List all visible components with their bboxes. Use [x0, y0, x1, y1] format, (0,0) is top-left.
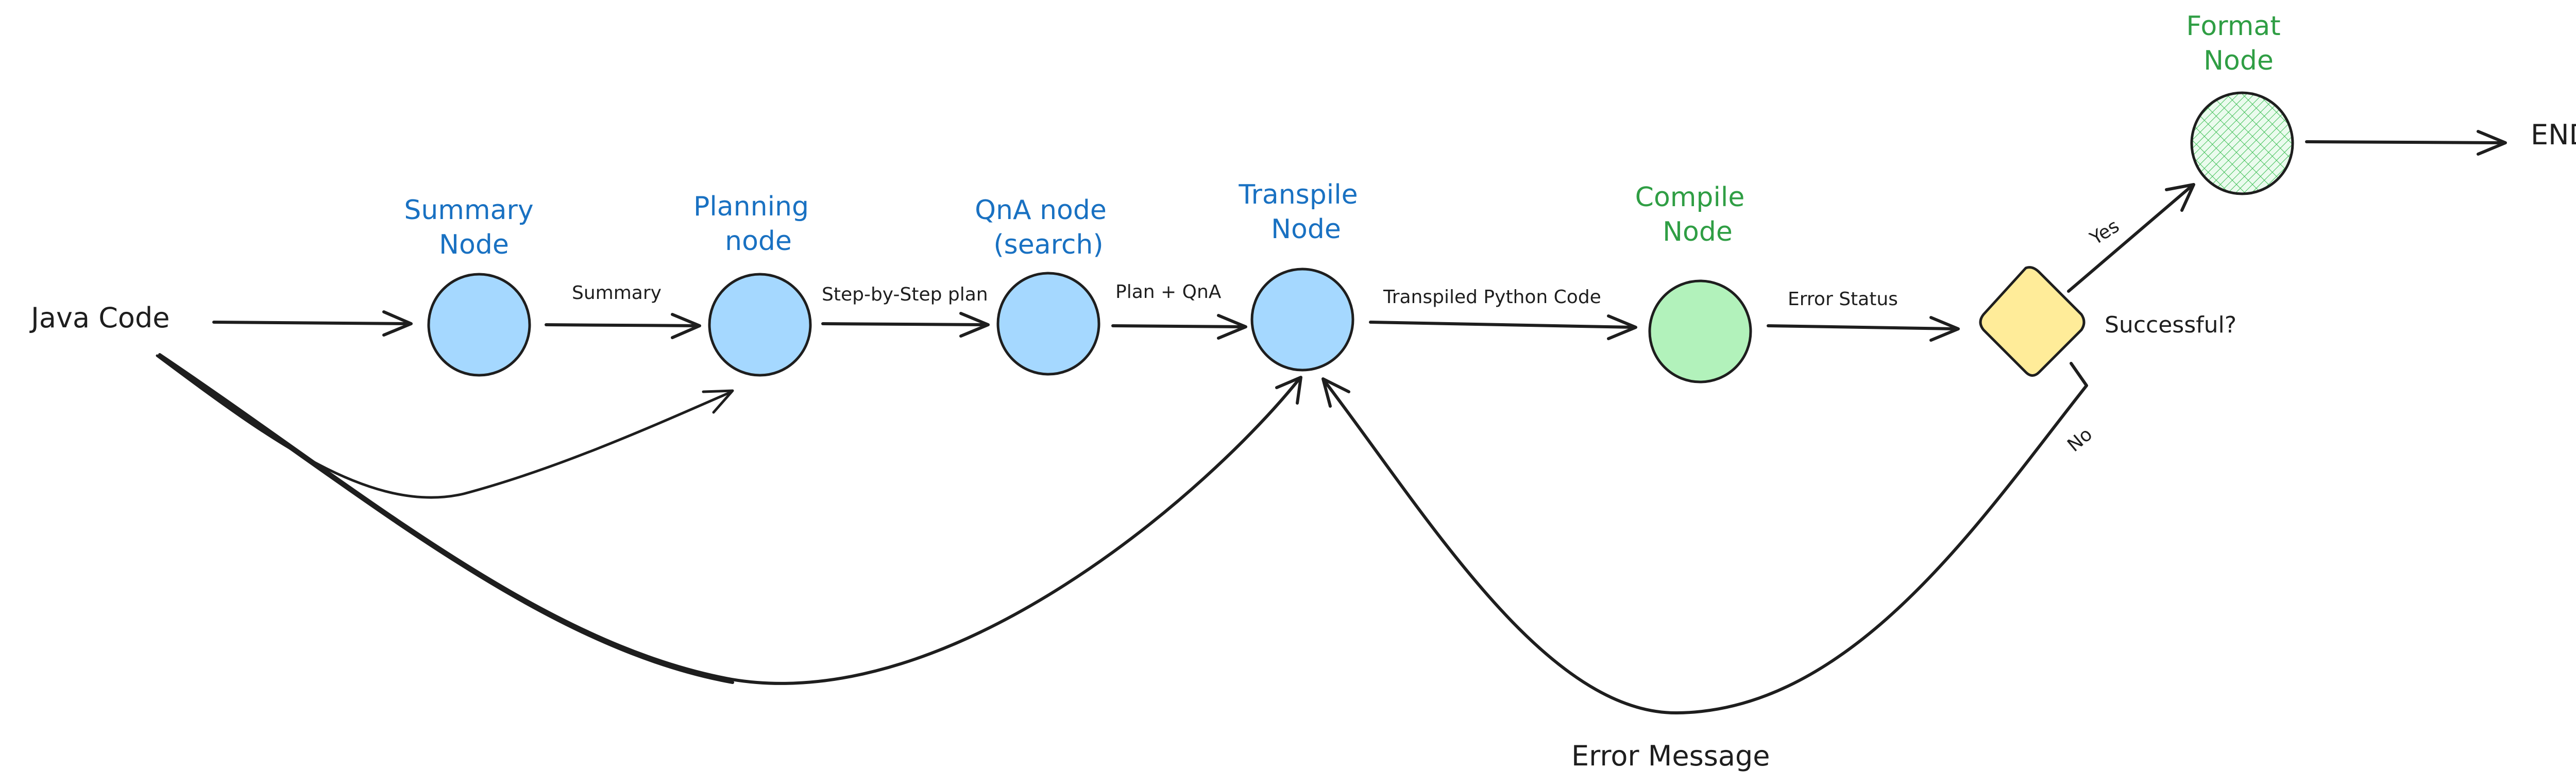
- svg-text:Summary: Summary: [404, 195, 533, 226]
- svg-text:Node: Node: [439, 229, 509, 260]
- svg-text:Compile: Compile: [1635, 182, 1745, 213]
- qna-node-title: QnA node (search): [975, 195, 1107, 260]
- edge-compile-to-decision: [1767, 316, 1960, 342]
- format-node-title: Format Node: [2186, 11, 2280, 76]
- edge-format-to-end: [2305, 130, 2507, 156]
- format-node[interactable]: [2190, 91, 2294, 195]
- java-code-label: Java Code: [29, 302, 170, 334]
- edge-label-error-status: Error Status: [1788, 289, 1898, 310]
- edge-java-to-planning-curve: [156, 354, 734, 499]
- svg-text:(search): (search): [993, 229, 1103, 260]
- summary-node-title: Summary Node: [404, 195, 533, 260]
- edge-qna-to-transpile: [1111, 314, 1247, 340]
- transpile-node[interactable]: [1250, 268, 1354, 372]
- qna-node[interactable]: [996, 272, 1100, 376]
- svg-text:Node: Node: [1663, 216, 1733, 247]
- edge-transpile-to-compile: [1369, 314, 1637, 340]
- svg-text:Planning: Planning: [693, 191, 809, 222]
- edge-label-plan-qna: Plan + QnA: [1115, 281, 1222, 303]
- edge-java-to-summary: [212, 310, 413, 337]
- edge-java-to-transpile-curve: [158, 353, 1302, 685]
- svg-text:Node: Node: [2204, 45, 2274, 76]
- svg-text:Format: Format: [2186, 11, 2280, 42]
- edge-summary-to-planning: [545, 313, 701, 339]
- compile-node[interactable]: [1648, 279, 1752, 383]
- svg-text:QnA node: QnA node: [975, 195, 1107, 226]
- end-label: END: [2531, 119, 2576, 151]
- svg-text:Transpile: Transpile: [1238, 179, 1358, 210]
- edge-label-step-by-step-plan: Step-by-Step plan: [822, 284, 988, 305]
- edge-label-transpiled-python-code: Transpiled Python Code: [1383, 287, 1601, 308]
- compile-node-title: Compile Node: [1635, 182, 1745, 247]
- summary-node[interactable]: [427, 273, 531, 377]
- edge-label-no: No: [2063, 424, 2096, 456]
- edge-label-summary: Summary: [572, 282, 662, 304]
- edge-label-yes: Yes: [2086, 215, 2123, 249]
- edge-decision-no-to-transpile: [1321, 362, 2088, 715]
- transpile-node-title: Transpile Node: [1238, 179, 1358, 245]
- svg-text:node: node: [725, 226, 792, 257]
- svg-text:Node: Node: [1271, 214, 1341, 245]
- planning-node[interactable]: [708, 273, 812, 377]
- edge-planning-to-qna: [821, 312, 990, 338]
- edge-decision-yes-to-format: [2067, 183, 2195, 293]
- decision-diamond[interactable]: [1979, 266, 2086, 377]
- planning-node-title: Planning node: [693, 191, 809, 257]
- decision-label: Successful?: [2105, 312, 2236, 338]
- error-message-label: Error Message: [1571, 740, 1770, 772]
